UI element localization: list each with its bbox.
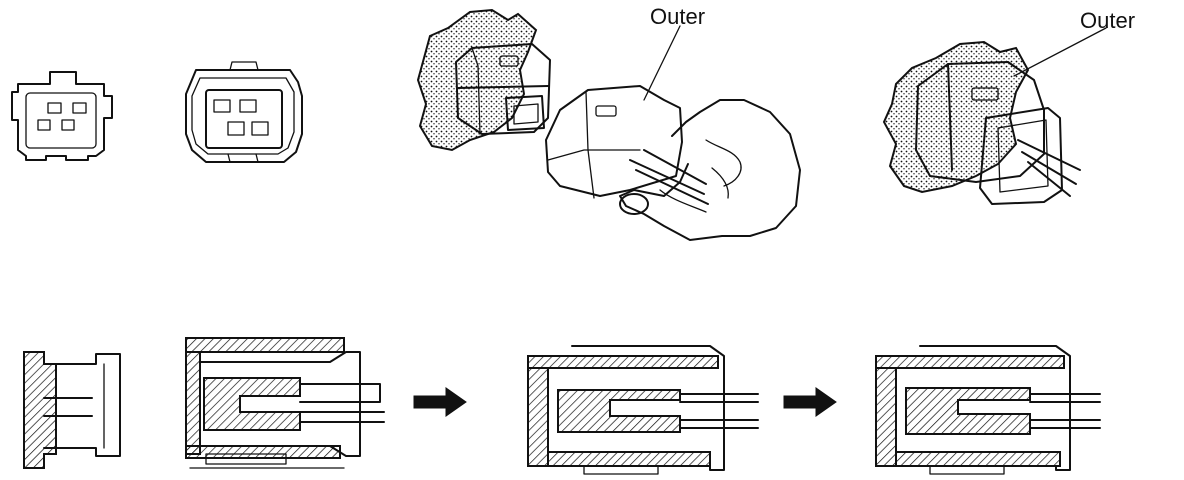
plug-cross-section-2 xyxy=(527,345,759,475)
outer-label-left: Outer xyxy=(650,4,705,29)
outer-callout-left: Outer xyxy=(643,4,705,101)
step-arrow-1 xyxy=(413,387,467,417)
plug-cross-section-1 xyxy=(185,337,385,469)
wall-receptacle xyxy=(416,8,551,152)
plug-face-view xyxy=(11,71,113,161)
plug-cross-section-3 xyxy=(875,345,1101,475)
receptacle-face-view xyxy=(185,61,303,163)
outer-callout-right: Outer xyxy=(1013,8,1135,77)
receptacle-cross-section xyxy=(23,351,121,469)
mated-connector xyxy=(882,40,1081,205)
step-arrow-2 xyxy=(783,387,837,417)
hand-with-plug xyxy=(545,85,801,241)
outer-label-right: Outer xyxy=(1080,8,1135,33)
